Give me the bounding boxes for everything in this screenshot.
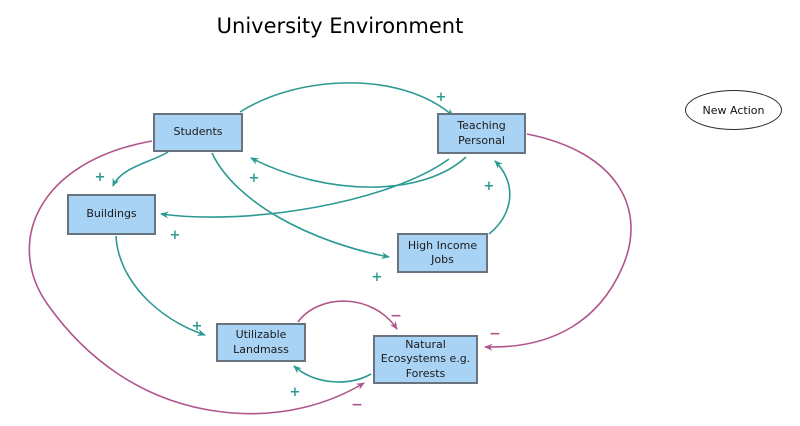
edge-ecosystems-to-landmass-line[interactable]	[293, 365, 372, 383]
edge-students-to-jobs: +	[211, 152, 390, 285]
edge-ecosystems-to-landmass: +	[290, 365, 372, 400]
edge-teaching-to-ecosystems-line[interactable]	[484, 133, 632, 351]
edge-landmass-to-ecosystems-line[interactable]	[297, 300, 398, 330]
edge-students-to-ecosystems-line[interactable]	[28, 140, 365, 415]
edge-students-to-buildings-sign: +	[95, 170, 106, 185]
node-high-income-jobs[interactable]: High Income Jobs	[397, 233, 488, 273]
edge-teaching-to-students-line[interactable]	[250, 156, 467, 188]
edge-students-to-jobs-sign: +	[372, 270, 383, 285]
edge-students-to-teaching-line[interactable]	[239, 82, 454, 117]
edge-jobs-to-teaching-line[interactable]	[488, 160, 511, 235]
edge-landmass-to-ecosystems: −	[297, 300, 402, 330]
new-action-label: New Action	[702, 103, 765, 117]
edge-students-to-jobs-line[interactable]	[211, 152, 390, 260]
edge-buildings-to-landmass: +	[115, 235, 206, 336]
node-natural-ecosystems-label: Natural Ecosystems e.g. Forests	[380, 338, 471, 380]
node-utilizable-landmass-label: Utilizable Landmass	[233, 328, 289, 356]
edge-students-to-teaching: +	[239, 82, 454, 117]
edge-teaching-to-ecosystems-sign: −	[489, 326, 501, 342]
diagram-title: University Environment	[216, 14, 464, 38]
edge-jobs-to-teaching-sign: +	[484, 179, 495, 194]
node-teaching-personal[interactable]: Teaching Personal	[437, 113, 526, 154]
edge-students-to-ecosystems: −	[28, 140, 365, 415]
edge-teaching-to-students: +	[249, 156, 467, 188]
node-buildings[interactable]: Buildings	[67, 194, 156, 235]
node-utilizable-landmass[interactable]: Utilizable Landmass	[216, 323, 306, 362]
edge-students-to-teaching-sign: +	[436, 90, 447, 105]
edge-teaching-to-students-sign: +	[249, 171, 260, 186]
node-students-label: Students	[173, 125, 223, 139]
edge-teaching-to-buildings-line[interactable]	[160, 158, 450, 219]
node-buildings-label: Buildings	[86, 207, 137, 221]
edge-students-to-ecosystems-sign: −	[351, 397, 363, 413]
edge-students-to-buildings: +	[95, 151, 169, 187]
new-action-button[interactable]: New Action	[685, 90, 782, 130]
edge-students-to-buildings-line[interactable]	[112, 151, 169, 187]
node-natural-ecosystems[interactable]: Natural Ecosystems e.g. Forests	[373, 335, 478, 384]
node-students[interactable]: Students	[153, 113, 243, 152]
edge-buildings-to-landmass-line[interactable]	[115, 235, 206, 336]
edge-teaching-to-buildings-sign: +	[170, 228, 181, 243]
node-teaching-personal-label: Teaching Personal	[457, 119, 506, 147]
node-high-income-jobs-label: High Income Jobs	[407, 238, 478, 266]
edge-ecosystems-to-landmass-sign: +	[290, 385, 301, 400]
edge-teaching-to-ecosystems: −	[484, 133, 632, 351]
edge-jobs-to-teaching: +	[484, 160, 511, 235]
